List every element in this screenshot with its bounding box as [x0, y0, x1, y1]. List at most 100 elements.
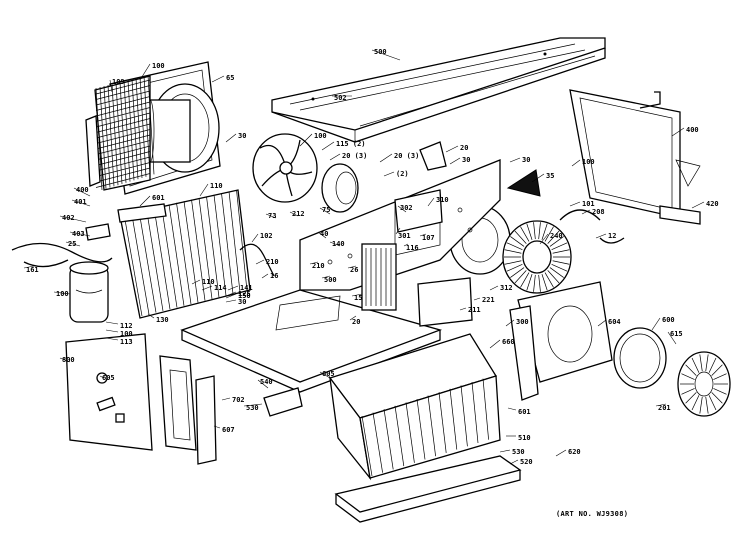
callout-part-125: 125 [225, 290, 251, 298]
callout-part-116: 116 [403, 243, 419, 252]
part-number-label: 605 [102, 374, 115, 382]
part-number-label: 20 (3) [394, 152, 419, 160]
part-number-label: 601 [152, 194, 165, 202]
callout-part-620: 620 [555, 448, 581, 457]
part-number-label: 615 [670, 330, 683, 338]
part-number-label: 210 [266, 258, 279, 266]
callout-part-607: 607 [213, 425, 235, 434]
part-number-label: 116 [406, 244, 419, 252]
callout-part-113: 113 [105, 337, 133, 346]
leader-line [265, 213, 277, 219]
callout-part-310: 310 [427, 196, 449, 207]
part-number-label: 212 [292, 210, 305, 218]
condenser-coil [119, 189, 251, 319]
callout-part-150: 150 [225, 292, 251, 300]
callout-screw-a: 30 [225, 132, 246, 143]
callout-part-800: 800 [59, 356, 75, 364]
leader-line [691, 201, 705, 209]
grille-mesh [94, 74, 155, 191]
part-number-label: 702 [232, 396, 245, 404]
part-number-label: 201 [658, 404, 671, 412]
callout-part-107: 107 [419, 233, 435, 242]
callout-part-605: 605 [99, 374, 115, 382]
fan-blade [252, 133, 318, 203]
callout-part-161: 161 [23, 265, 39, 274]
callout-part-140: 140 [329, 240, 345, 248]
callout-part-102: 102 [251, 232, 273, 243]
callout-screw-c: 20 (3) [329, 152, 367, 161]
leader-line [349, 315, 357, 321]
leader-line [473, 297, 481, 301]
leader-line [213, 425, 221, 429]
drain-pan [334, 455, 522, 523]
callout-blower: 240 [539, 232, 563, 245]
part-number-label: 30 [522, 156, 530, 164]
part-number-label: 500 [374, 48, 387, 56]
callout-bracket-r: 420 [691, 200, 719, 209]
control-panel [65, 333, 153, 451]
leader-line [329, 241, 341, 247]
part-number-label: 20 [460, 144, 468, 152]
callout-part-208: 208 [581, 208, 605, 216]
leader-line [505, 319, 515, 327]
callout-part-400: 400 [73, 186, 91, 197]
part-number-label: 530 [512, 448, 525, 456]
callout-part-401: 401 [71, 198, 91, 207]
leader-line [499, 449, 511, 453]
part-number-label: 620 [568, 448, 581, 456]
leader-line [243, 403, 263, 407]
leader-line [309, 261, 319, 265]
leader-line [321, 141, 335, 151]
part-number-label: 109 [112, 78, 125, 86]
part-number-label: 107 [422, 234, 435, 242]
callout-part-615: 615 [667, 330, 683, 345]
blower-wheel [502, 220, 572, 294]
leader-line [509, 459, 519, 465]
leader-line [59, 215, 87, 223]
leader-line [597, 319, 607, 327]
part-number-label: 607 [222, 426, 235, 434]
leader-line [397, 205, 407, 213]
leader-line [59, 357, 71, 363]
part-number-label: 100 [582, 158, 595, 166]
part-number-label: 510 [518, 434, 531, 442]
leader-line [319, 371, 331, 379]
part-number-label: 150 [238, 292, 251, 300]
part-number-label: 115 (2) [336, 140, 366, 148]
leader-line [225, 299, 237, 303]
part-number-label: 605 [322, 370, 335, 378]
leader-line [555, 449, 567, 457]
ring-gasket [613, 327, 667, 389]
leader-line [445, 145, 459, 153]
leader-line [671, 127, 685, 137]
part-number-label: 73 [268, 212, 276, 220]
callout-part-660: 660 [489, 338, 515, 349]
leader-line [257, 379, 269, 389]
part-number-label: 302 [400, 204, 413, 212]
part-number-label: 12 [608, 232, 616, 240]
leader-line [69, 231, 91, 237]
callout-part-16: 16 [261, 272, 278, 280]
part-number-label: 30 [462, 156, 470, 164]
callout-gasket: 101 [569, 200, 595, 208]
leader-line [651, 317, 661, 331]
leader-line [655, 403, 667, 407]
leader-line [255, 259, 265, 265]
part-number-label: 25 [68, 240, 76, 248]
leader-line [419, 233, 427, 237]
callout-bracket-2: 30 [509, 156, 530, 164]
callout-part-211: 211 [459, 306, 481, 314]
callout-part-75: 75 [319, 206, 331, 215]
leader-line [227, 285, 239, 291]
leader-line [667, 331, 677, 345]
part-number-label: 114 [214, 284, 227, 292]
part-number-label: 601 [518, 408, 531, 416]
part-number-label: 211 [468, 306, 481, 314]
part-number-label: 101 [582, 200, 595, 208]
callout-part-114: 114 [201, 284, 227, 292]
side-rail [159, 355, 217, 465]
callout-part-110-c: 110 [191, 278, 215, 286]
leader-line [319, 207, 331, 215]
callout-grille-frame-b: 65 [211, 74, 234, 83]
